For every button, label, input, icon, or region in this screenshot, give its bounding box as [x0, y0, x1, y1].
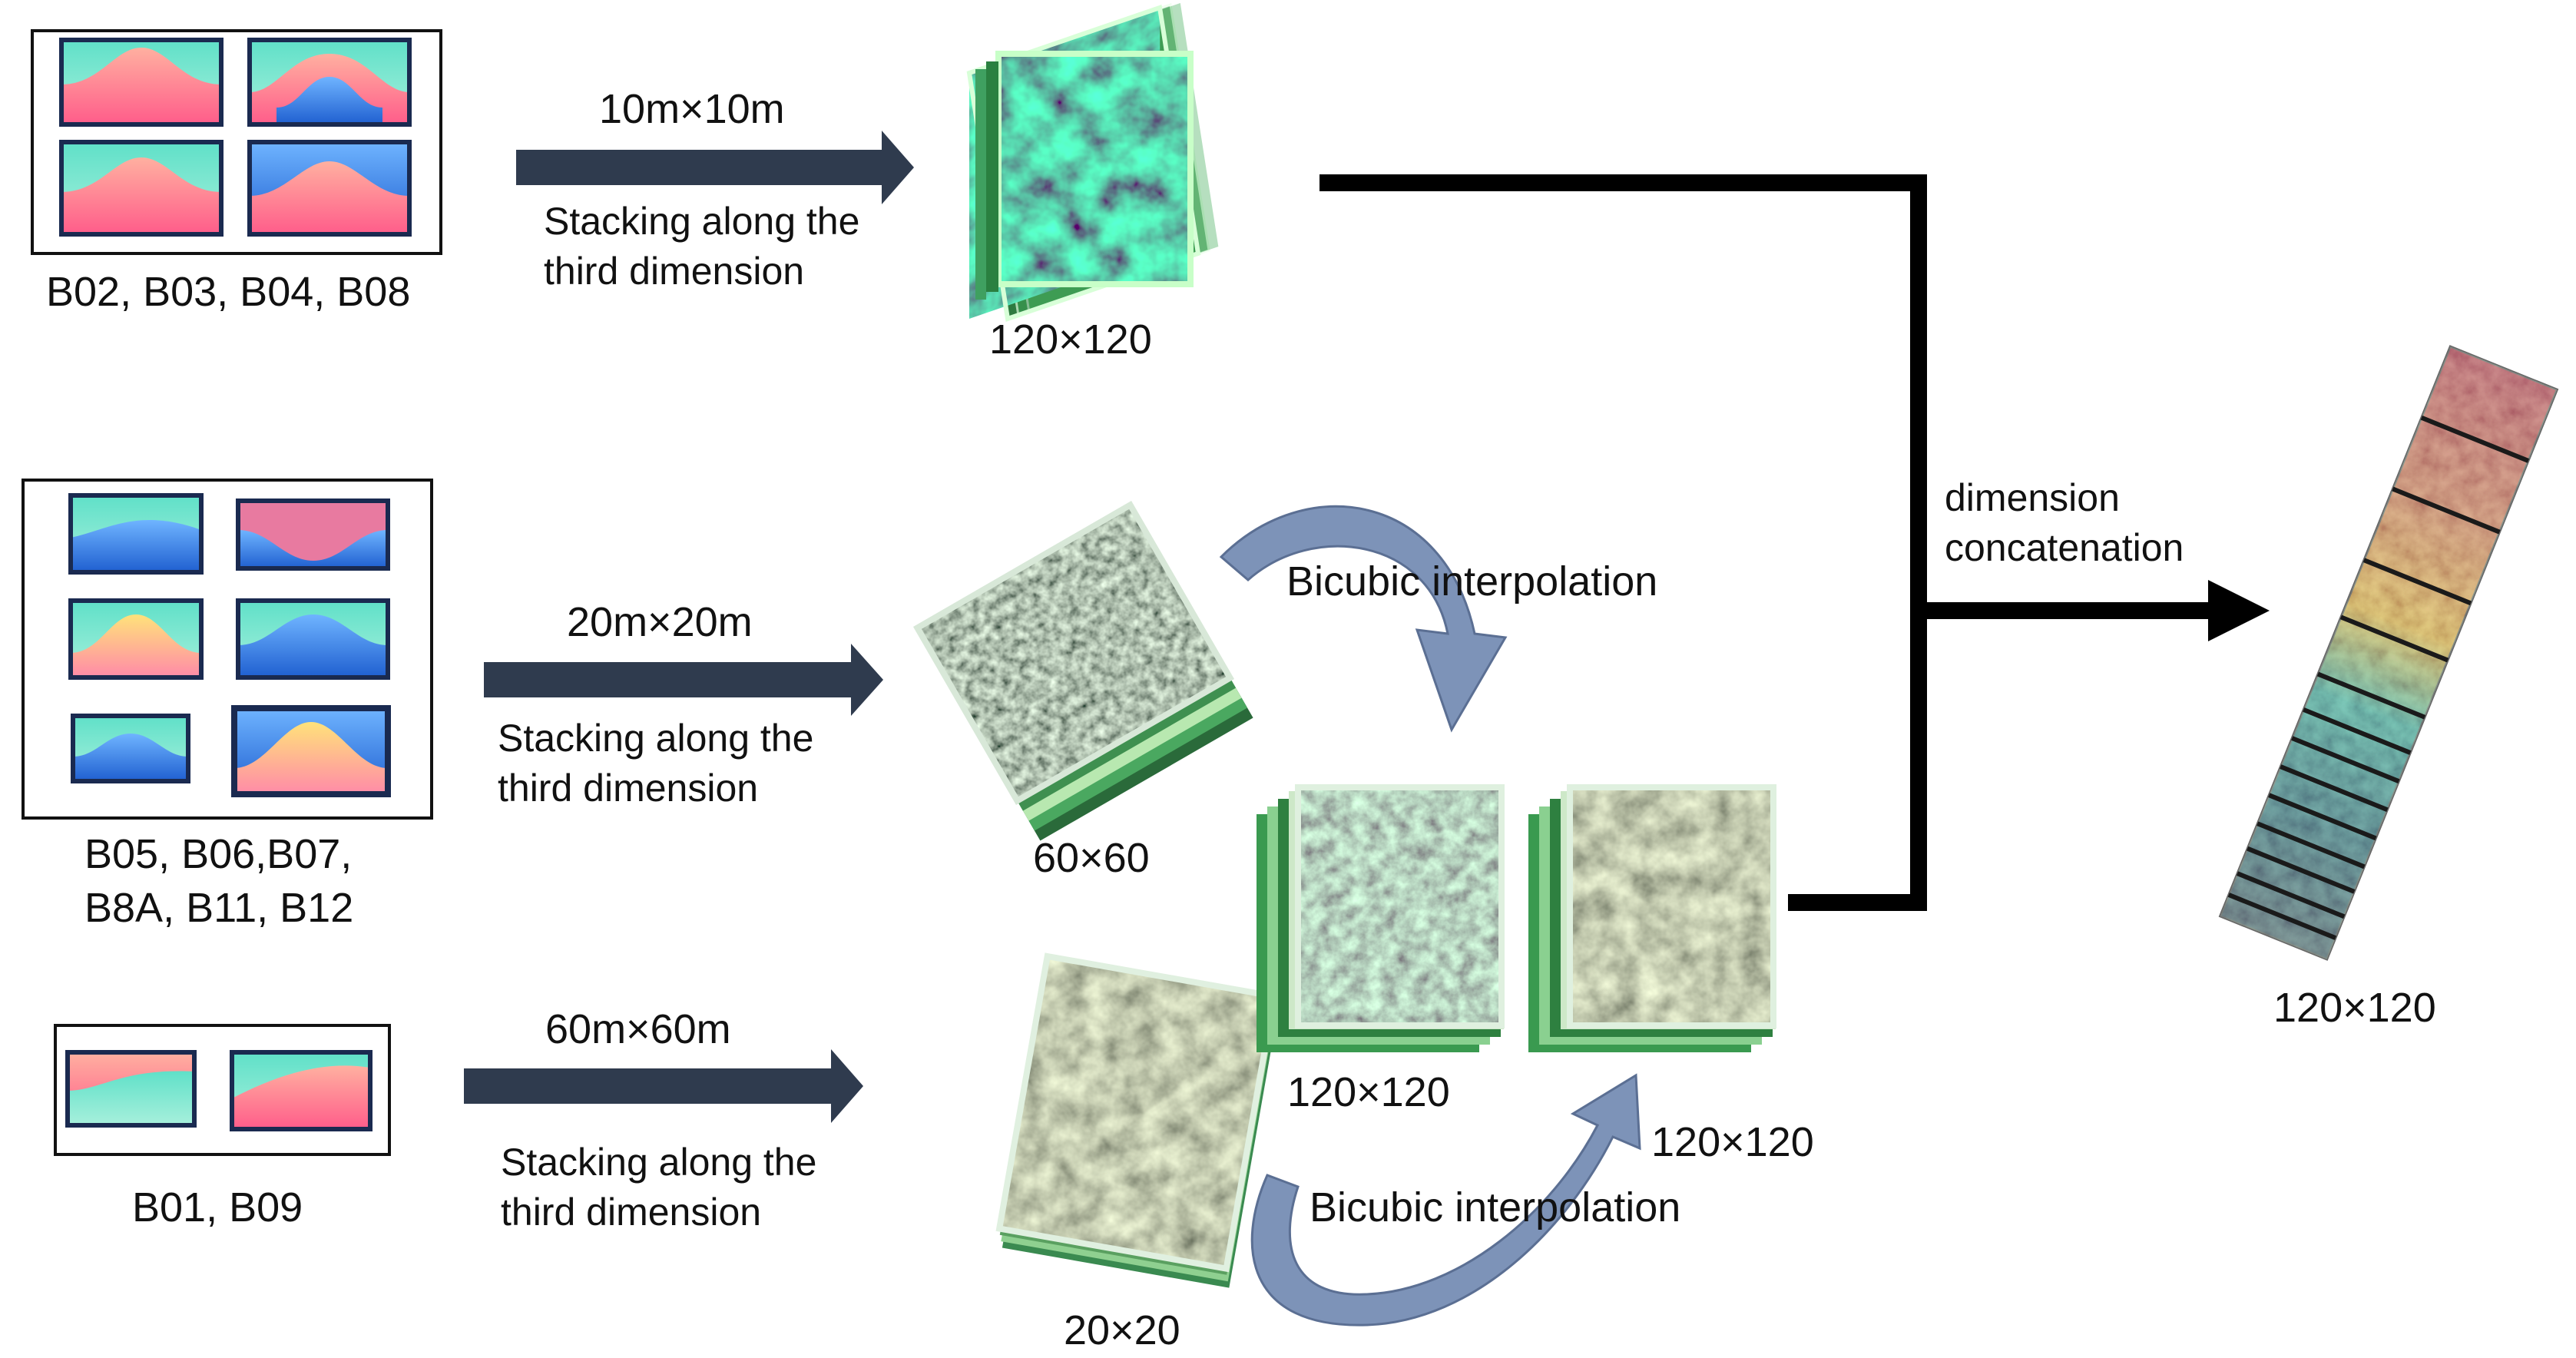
upsampled-20m-size-label: 120×120 — [1287, 1069, 1450, 1115]
resolution-60m-label: 60m×60m — [545, 1006, 731, 1052]
concat-label-line2: concatenation — [1945, 526, 2184, 569]
image-stack-10m-front — [975, 51, 1194, 300]
stacking-20m-line1: Stacking along the — [498, 717, 813, 760]
size-60m-label: 20×20 — [1064, 1307, 1180, 1353]
bicubic-label-upper: Bicubic interpolation — [1286, 558, 1657, 604]
bicubic-label-lower: Bicubic interpolation — [1310, 1184, 1680, 1230]
size-10m-label: 120×120 — [989, 316, 1152, 363]
image-stack-20m — [912, 500, 1253, 841]
band-thumbnail-b04 — [59, 140, 223, 237]
stacking-arrow-10m — [516, 131, 914, 204]
bands-60m-label: B01, B09 — [132, 1184, 303, 1230]
stacking-10m-line1: Stacking along the — [544, 200, 859, 243]
upsampled-stack-60m — [1528, 784, 1776, 1052]
concat-connector — [1319, 174, 2270, 911]
bicubic-arrow-lower — [1250, 1073, 1641, 1327]
band-thumbnail-b09 — [230, 1050, 372, 1131]
resolution-10m-label: 10m×10m — [599, 86, 785, 132]
band-thumbnail-b8a — [236, 598, 390, 680]
concat-label-line1: dimension — [1945, 476, 2120, 519]
stacking-10m-line2: third dimension — [544, 250, 804, 293]
band-panel-20m — [22, 479, 433, 820]
stacking-arrow-60m — [464, 1049, 863, 1123]
bands-10m-label: B02, B03, B04, B08 — [46, 269, 410, 315]
stacking-60m-line1: Stacking along the — [501, 1141, 816, 1184]
band-panel-60m — [54, 1024, 391, 1156]
band-panel-10m — [31, 29, 442, 255]
band-thumbnail-b11 — [71, 714, 190, 783]
band-thumbnail-b05 — [68, 493, 204, 575]
band-thumbnail-b08 — [247, 140, 412, 237]
bands-20m-label-line1: B05, B06,B07, — [84, 831, 352, 877]
band-thumbnail-b07 — [68, 598, 204, 680]
stacking-60m-line2: third dimension — [501, 1191, 761, 1234]
upsampled-stack-20m — [1257, 784, 1505, 1052]
band-thumbnail-b03 — [247, 38, 412, 127]
band-thumbnail-b06 — [236, 498, 390, 571]
bands-20m-label-line2: B8A, B11, B12 — [84, 885, 353, 931]
band-thumbnail-b12 — [231, 705, 391, 797]
upsampled-60m-size-label: 120×120 — [1651, 1119, 1814, 1165]
band-thumbnail-b02 — [59, 38, 223, 127]
stacking-20m-line2: third dimension — [498, 767, 758, 810]
output-tensor — [2218, 345, 2559, 961]
output-size-label: 120×120 — [2273, 985, 2436, 1031]
stacking-arrow-20m — [484, 644, 883, 716]
resolution-20m-label: 20m×20m — [567, 599, 753, 645]
image-stack-60m — [995, 952, 1278, 1288]
band-thumbnail-b01 — [65, 1050, 197, 1128]
size-20m-label: 60×60 — [1033, 835, 1150, 881]
bicubic-arrow-upper — [1219, 505, 1508, 733]
